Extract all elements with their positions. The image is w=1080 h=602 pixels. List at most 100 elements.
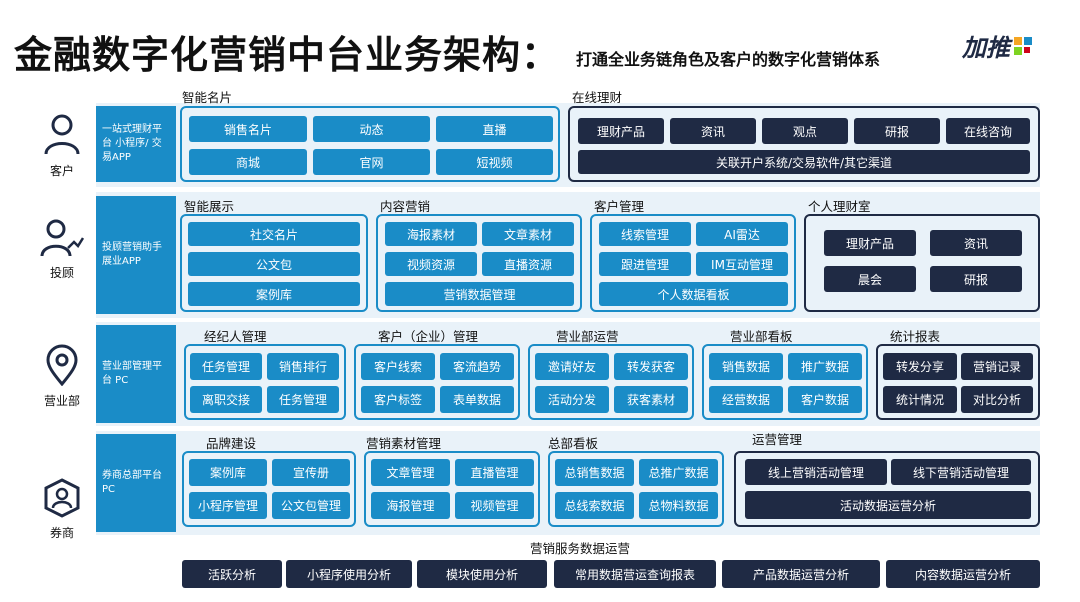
stats-share-button[interactable]: 转发分享: [883, 353, 957, 380]
location-pin-icon: [46, 344, 78, 386]
group-material: [364, 451, 540, 527]
group-label-cust-mgmt: 客户管理: [594, 199, 645, 214]
stats-compare-button[interactable]: 对比分析: [961, 386, 1033, 413]
logo-text: 加推: [962, 34, 1010, 62]
group-content: [376, 214, 582, 312]
page-subtitle: 打通全业务链角色及客户的数字化营销体系: [576, 50, 881, 69]
role-broker: 券商: [22, 478, 102, 541]
group-label-studio: 个人理财室: [808, 199, 871, 214]
smart-card-website-button[interactable]: 官网: [313, 149, 430, 175]
brand-briefcase-button[interactable]: 公文包管理: [272, 492, 350, 519]
advisor-icon: [40, 219, 84, 257]
board-sales-button[interactable]: 销售数据: [709, 353, 783, 380]
hq-sales-button[interactable]: 总销售数据: [555, 459, 634, 486]
online-news-button[interactable]: 资讯: [670, 118, 756, 144]
smart-card-short-video-button[interactable]: 短视频: [436, 149, 553, 175]
cust-dashboard-button[interactable]: 个人数据看板: [599, 282, 788, 306]
bottom-content-analysis-button[interactable]: 内容数据运营分析: [886, 560, 1040, 588]
online-views-button[interactable]: 观点: [762, 118, 848, 144]
ops-forward-button[interactable]: 转发获客: [614, 353, 688, 380]
studio-products-button[interactable]: 理财产品: [824, 230, 916, 256]
brand-logo: 加推: [962, 28, 1032, 63]
ent-traffic-button[interactable]: 客流趋势: [440, 353, 514, 380]
smart-card-sales-card-button[interactable]: 销售名片: [189, 116, 307, 142]
ops-material-button[interactable]: 获客素材: [614, 386, 688, 413]
op-offline-activity-button[interactable]: 线下营销活动管理: [891, 459, 1031, 485]
cust-leads-button[interactable]: 线索管理: [599, 222, 691, 246]
group-studio: [804, 214, 1040, 312]
shield-person-icon: [44, 478, 80, 518]
content-live-button[interactable]: 直播资源: [482, 252, 574, 276]
cust-im-button[interactable]: IM互动管理: [696, 252, 788, 276]
material-poster-button[interactable]: 海报管理: [371, 492, 450, 519]
cust-ai-radar-button[interactable]: AI雷达: [696, 222, 788, 246]
content-article-button[interactable]: 文章素材: [482, 222, 574, 246]
smart-card-live-button[interactable]: 直播: [436, 116, 553, 142]
group-online: [568, 106, 1040, 182]
group-enterprise: [354, 344, 520, 420]
hq-leads-button[interactable]: 总线索数据: [555, 492, 634, 519]
board-promo-button[interactable]: 推广数据: [788, 353, 862, 380]
group-smart-card: [180, 106, 560, 182]
smart-card-dynamics-button[interactable]: 动态: [313, 116, 430, 142]
ent-leads-button[interactable]: 客户线索: [361, 353, 435, 380]
ops-invite-button[interactable]: 邀请好友: [535, 353, 609, 380]
online-products-button[interactable]: 理财产品: [578, 118, 664, 144]
board-business-button[interactable]: 经营数据: [709, 386, 783, 413]
broker-task-button[interactable]: 任务管理: [190, 353, 262, 380]
display-briefcase-button[interactable]: 公文包: [188, 252, 360, 276]
role-label: 投顾: [49, 266, 74, 280]
display-social-card-button[interactable]: 社交名片: [188, 222, 360, 246]
studio-research-button[interactable]: 研报: [930, 266, 1022, 292]
online-consult-button[interactable]: 在线咨询: [946, 118, 1030, 144]
broker-ranking-button[interactable]: 销售排行: [267, 353, 339, 380]
group-broker-mgmt: [184, 344, 346, 420]
bottom-active-analysis-button[interactable]: 活跃分析: [182, 560, 282, 588]
bottom-report-button[interactable]: 常用数据营运查询报表: [554, 560, 716, 588]
board-customer-button[interactable]: 客户数据: [788, 386, 862, 413]
stats-records-button[interactable]: 营销记录: [961, 353, 1033, 380]
content-poster-button[interactable]: 海报素材: [385, 222, 477, 246]
content-data-mgmt-button[interactable]: 营销数据管理: [385, 282, 574, 306]
hq-material-button[interactable]: 总物料数据: [639, 492, 718, 519]
bottom-product-analysis-button[interactable]: 产品数据运营分析: [722, 560, 880, 588]
op-activity-analysis-button[interactable]: 活动数据运营分析: [745, 491, 1031, 519]
broker-handover-button[interactable]: 离职交接: [190, 386, 262, 413]
brand-brochure-button[interactable]: 宣传册: [272, 459, 350, 486]
group-label-stats: 统计报表: [890, 329, 941, 344]
online-channels-button[interactable]: 关联开户系统/交易软件/其它渠道: [578, 150, 1030, 174]
ent-forms-button[interactable]: 表单数据: [440, 386, 514, 413]
group-label-operation: 运营管理: [752, 432, 803, 447]
role-branch: 营业部: [22, 344, 102, 409]
group-label-display: 智能展示: [184, 199, 235, 214]
brand-case-button[interactable]: 案例库: [189, 459, 267, 486]
broker-task-button-2[interactable]: 任务管理: [267, 386, 339, 413]
ent-tags-button[interactable]: 客户标签: [361, 386, 435, 413]
online-research-button[interactable]: 研报: [854, 118, 940, 144]
op-online-activity-button[interactable]: 线上营销活动管理: [745, 459, 887, 485]
bottom-miniprogram-analysis-button[interactable]: 小程序使用分析: [286, 560, 412, 588]
studio-news-button[interactable]: 资讯: [930, 230, 1022, 256]
logo-mark-icon: [1014, 36, 1032, 55]
platform-branch: 营业部管理平台 PC: [96, 325, 176, 423]
cust-followup-button[interactable]: 跟进管理: [599, 252, 691, 276]
brand-miniprogram-button[interactable]: 小程序管理: [189, 492, 267, 519]
group-label-broker-mgmt: 经纪人管理: [204, 329, 267, 344]
role-advisor: 投顾: [22, 218, 102, 281]
group-label-enterprise: 客户（企业）管理: [378, 329, 479, 344]
hq-promo-button[interactable]: 总推广数据: [639, 459, 718, 486]
platform-customer: 一站式理财平台 小程序/ 交易APP: [96, 106, 176, 182]
bottom-module-analysis-button[interactable]: 模块使用分析: [417, 560, 547, 588]
material-live-button[interactable]: 直播管理: [455, 459, 534, 486]
group-label-ops: 营业部运营: [556, 329, 619, 344]
material-video-button[interactable]: 视频管理: [455, 492, 534, 519]
stats-overview-button[interactable]: 统计情况: [883, 386, 957, 413]
material-article-button[interactable]: 文章管理: [371, 459, 450, 486]
role-customer: 客户: [22, 112, 102, 179]
display-case-library-button[interactable]: 案例库: [188, 282, 360, 306]
studio-morning-button[interactable]: 晨会: [824, 266, 916, 292]
ops-activity-button[interactable]: 活动分发: [535, 386, 609, 413]
smart-card-mall-button[interactable]: 商城: [189, 149, 307, 175]
page-title: 金融数字化营销中台业务架构：: [14, 33, 561, 77]
content-video-button[interactable]: 视频资源: [385, 252, 477, 276]
